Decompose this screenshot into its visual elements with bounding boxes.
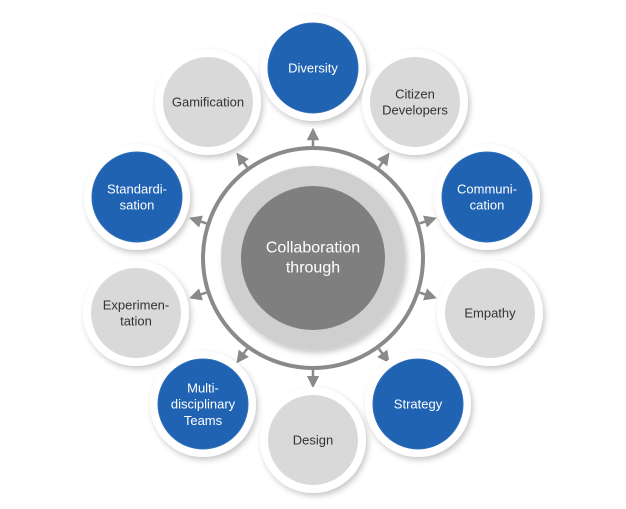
node-label: tation bbox=[120, 314, 152, 329]
ring-track bbox=[201, 146, 425, 370]
ring-arrow-icon bbox=[377, 347, 390, 364]
outer-nodes: DiversityCitizenDevelopersCommuni-cation… bbox=[83, 15, 543, 493]
node-label: Experimen- bbox=[103, 297, 169, 312]
center-label: Collaboration bbox=[266, 240, 360, 257]
node-circle bbox=[91, 151, 183, 243]
node-label: Communi- bbox=[457, 181, 517, 196]
ring-arrow-icon bbox=[189, 288, 207, 301]
node-label: disciplinary bbox=[171, 397, 236, 412]
node-standardisation: Standardi-sation bbox=[84, 144, 190, 250]
node-empathy: Empathy bbox=[437, 260, 543, 366]
ring-arrow-icon bbox=[377, 152, 390, 169]
node-communication: Communi-cation bbox=[434, 144, 540, 250]
node-label: Empathy bbox=[464, 306, 516, 321]
ring-arrow-icon bbox=[236, 347, 249, 364]
node-label: Multi- bbox=[187, 380, 219, 395]
center-circle bbox=[241, 186, 385, 330]
ring-arrow-icon bbox=[419, 215, 437, 228]
node-circle bbox=[157, 358, 249, 450]
node-circle bbox=[445, 268, 535, 358]
node-circle bbox=[268, 395, 358, 485]
node-circle bbox=[267, 22, 359, 114]
center-hub: Collaboration through bbox=[221, 166, 405, 350]
node-circle bbox=[370, 57, 460, 147]
node-diversity: Diversity bbox=[260, 15, 366, 121]
ring-arrow-icon bbox=[419, 288, 437, 301]
node-label: Design bbox=[293, 433, 333, 448]
node-experimentation: Experimen-tation bbox=[83, 260, 189, 366]
node-label: Standardi- bbox=[107, 181, 167, 196]
node-label: sation bbox=[120, 198, 155, 213]
node-circle bbox=[372, 358, 464, 450]
node-circle bbox=[163, 57, 253, 147]
node-strategy: Strategy bbox=[365, 351, 471, 457]
node-label: Teams bbox=[184, 413, 223, 428]
node-label: Developers bbox=[382, 103, 448, 118]
ring-arrow-icon bbox=[189, 215, 207, 228]
node-label: Citizen bbox=[395, 86, 435, 101]
ring-arrow-icon bbox=[236, 152, 249, 169]
node-circle bbox=[441, 151, 533, 243]
center-label: through bbox=[286, 260, 340, 277]
node-label: cation bbox=[470, 198, 505, 213]
node-design: Design bbox=[260, 387, 366, 493]
node-circle bbox=[91, 268, 181, 358]
node-label: Diversity bbox=[288, 61, 338, 76]
node-label: Strategy bbox=[394, 397, 443, 412]
node-gamification: Gamification bbox=[155, 49, 261, 155]
connector-ring bbox=[189, 127, 437, 389]
node-label: Gamification bbox=[172, 95, 244, 110]
